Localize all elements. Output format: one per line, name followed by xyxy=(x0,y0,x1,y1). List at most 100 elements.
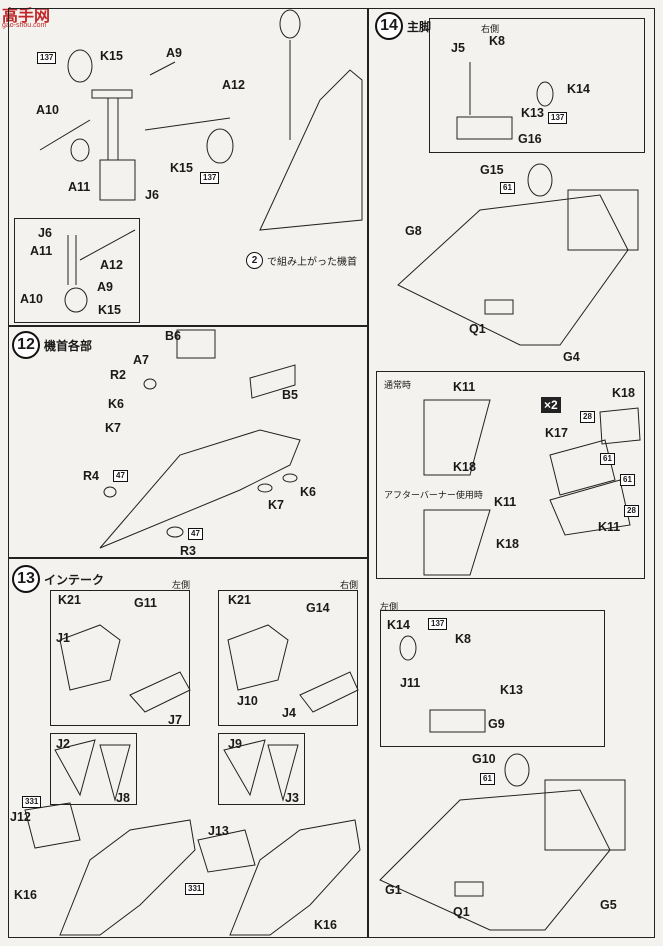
nacelle-right xyxy=(567,189,639,251)
color-61-d: 61 xyxy=(620,474,635,486)
part-j12 xyxy=(24,802,81,849)
label-k14: K14 xyxy=(567,82,590,96)
color-137-b: 137 xyxy=(200,172,220,184)
label-g4: G4 xyxy=(563,350,580,364)
wheel-k15-lower xyxy=(206,128,234,164)
part-g10 xyxy=(504,753,530,787)
label-j13: J13 xyxy=(208,824,229,838)
times-two-badge: ×2 xyxy=(541,397,561,413)
label-k17: K17 xyxy=(545,426,568,440)
label-k8-left: K8 xyxy=(455,632,471,646)
part-k18 xyxy=(599,407,641,445)
panel-step14 xyxy=(368,8,655,938)
label-k11-ab: K11 xyxy=(494,495,517,509)
rod-a10 xyxy=(39,119,91,151)
color-47-a: 47 xyxy=(113,470,128,482)
label-j1: J1 xyxy=(56,631,70,645)
nozzle-normal xyxy=(423,399,491,476)
panel-step14-right-gear xyxy=(429,18,645,153)
part-k7 xyxy=(257,483,273,493)
label-j12: J12 xyxy=(10,810,31,824)
step14-number: 14 xyxy=(375,12,403,40)
label-k8: K8 xyxy=(489,34,505,48)
label-a10: A10 xyxy=(36,103,59,117)
label-a9: A9 xyxy=(166,46,182,60)
step12-number: 12 xyxy=(12,331,40,359)
label-k21b: K21 xyxy=(228,593,251,607)
label-k13: K13 xyxy=(521,106,544,120)
label-k16a: K16 xyxy=(14,888,37,902)
label-b6: B6 xyxy=(165,329,181,343)
label-k7b: K7 xyxy=(268,498,284,512)
label-k18-side: K18 xyxy=(612,386,635,400)
label-a11: A11 xyxy=(68,180,91,194)
part-a9 xyxy=(149,61,176,76)
label-j6: J6 xyxy=(145,188,159,202)
label-j4: J4 xyxy=(282,706,296,720)
label-k13-left: K13 xyxy=(500,683,523,697)
part-k6 xyxy=(282,473,298,483)
panel-step14-nozzle xyxy=(376,371,645,579)
part-g16 xyxy=(456,116,513,140)
main-wheel-k14-r xyxy=(536,81,554,107)
rod-a12 xyxy=(144,117,231,131)
panel-step13 xyxy=(8,558,368,938)
side-right-13a: 左側 xyxy=(172,580,191,590)
part-b6 xyxy=(176,329,216,359)
label-k11-side: K11 xyxy=(598,520,621,534)
label-k18-ab: K18 xyxy=(496,537,519,551)
label-g14: G14 xyxy=(306,601,330,615)
label-r3: R3 xyxy=(180,544,196,558)
parts-j2-j8 xyxy=(54,739,131,802)
part-q1-left xyxy=(454,881,484,897)
side-right-13b: 右側 xyxy=(340,580,359,590)
intake-assembly-right xyxy=(229,819,361,936)
label-g11: G11 xyxy=(134,596,157,610)
side-left-14: 左側 xyxy=(380,602,399,612)
label-j5: J5 xyxy=(451,41,465,55)
site-watermark: 高手网 xyxy=(2,8,51,25)
parts-j9-j3 xyxy=(223,739,299,802)
color-47-b: 47 xyxy=(188,528,203,540)
label-j8: J8 xyxy=(116,791,130,805)
label-j7: J7 xyxy=(168,713,182,727)
part-j10 xyxy=(227,624,289,691)
label-g15: G15 xyxy=(480,163,504,177)
part-r3 xyxy=(166,526,184,538)
detail-rod xyxy=(79,229,136,261)
detail-wheel xyxy=(64,287,88,313)
step14-heading: 14 主脚 xyxy=(375,12,431,40)
part-j7 xyxy=(129,671,191,713)
wheel-k15-top xyxy=(67,49,93,83)
label-a12: A12 xyxy=(222,78,245,92)
label-g16: G16 xyxy=(518,132,542,146)
label-k21a: K21 xyxy=(58,593,81,607)
color-137-d: 137 xyxy=(428,618,448,630)
color-28-b: 28 xyxy=(624,505,639,517)
label-g9: G9 xyxy=(488,717,505,731)
label-g8: G8 xyxy=(405,224,422,238)
label-r4: R4 xyxy=(83,469,99,483)
color-28-a: 28 xyxy=(580,411,595,423)
label-sub-a11: A11 xyxy=(30,244,53,258)
label-k15b: K15 xyxy=(170,161,193,175)
color-61-c: 61 xyxy=(600,453,615,465)
color-137-a: 137 xyxy=(37,52,57,64)
label-j10: J10 xyxy=(237,694,258,708)
label-b5: B5 xyxy=(282,388,298,402)
panel-step13-left-ramp xyxy=(50,733,137,805)
label-k11-normal: K11 xyxy=(453,380,476,394)
label-k14-left: K14 xyxy=(387,618,410,632)
color-331-b: 331 xyxy=(185,883,205,895)
step13-heading: 13 インテーク xyxy=(12,565,104,593)
assembled-nose-note: 2 で組み上がった機首 xyxy=(246,252,357,269)
label-g1: G1 xyxy=(385,883,402,897)
label-j9: J9 xyxy=(228,737,242,751)
side-right-14: 右側 xyxy=(481,24,500,34)
label-q1-left: Q1 xyxy=(453,905,470,919)
part-g15 xyxy=(527,163,553,197)
label-sub-j6: J6 xyxy=(38,226,52,240)
panel-step13-right-intake xyxy=(218,590,358,726)
intake-assembly-left xyxy=(59,819,196,936)
